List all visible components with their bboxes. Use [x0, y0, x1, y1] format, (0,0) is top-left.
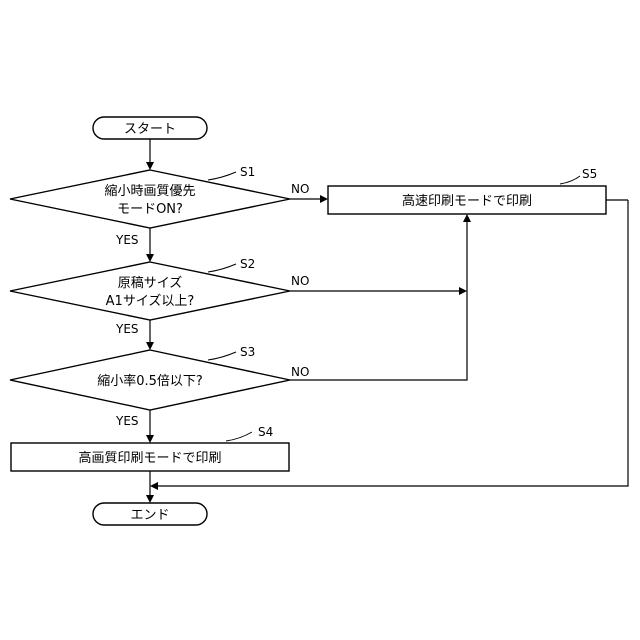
decision-s1-line2: モードON?	[117, 202, 183, 217]
process-s5-label: 高速印刷モードで印刷	[402, 193, 532, 209]
process-s4-label: 高画質印刷モードで印刷	[78, 450, 221, 466]
edge-label-s1-yes: YES	[115, 233, 139, 247]
arrowhead	[146, 162, 154, 170]
arrowhead	[150, 482, 158, 490]
arrowhead	[146, 342, 154, 350]
edge-label-s3-no: NO	[291, 365, 309, 379]
step-label-s2: S2	[240, 257, 255, 271]
step-label-s4: S4	[258, 425, 273, 439]
decision-s3-label: 縮小率0.5倍以下?	[97, 373, 203, 389]
arrowhead	[146, 254, 154, 262]
decision-s2-line1: 原稿サイズ	[118, 275, 183, 291]
edge-label-s3-yes: YES	[115, 414, 139, 428]
step-label-s5: S5	[582, 167, 597, 181]
step-leader	[208, 352, 236, 360]
step-leader	[208, 172, 236, 180]
arrowhead	[146, 495, 154, 503]
step-leader	[208, 264, 236, 272]
connector-s3-no	[290, 222, 467, 380]
end-label: エンド	[130, 508, 169, 523]
arrowhead	[320, 195, 328, 203]
arrowhead	[463, 214, 471, 222]
step-label-s1: S1	[240, 165, 255, 179]
edge-label-s2-no: NO	[291, 274, 309, 288]
decision-s2-line2: A1サイズ以上?	[106, 293, 195, 309]
step-leader	[226, 432, 252, 441]
arrowhead	[146, 435, 154, 443]
step-label-s3: S3	[240, 345, 255, 359]
edge-label-s2-yes: YES	[115, 322, 139, 336]
step-leader	[560, 176, 580, 184]
start-label: スタート	[124, 122, 176, 137]
arrowhead	[459, 287, 467, 295]
edge-label-s1-no: NO	[291, 182, 309, 196]
decision-s1-line1: 縮小時画質優先	[104, 183, 195, 199]
